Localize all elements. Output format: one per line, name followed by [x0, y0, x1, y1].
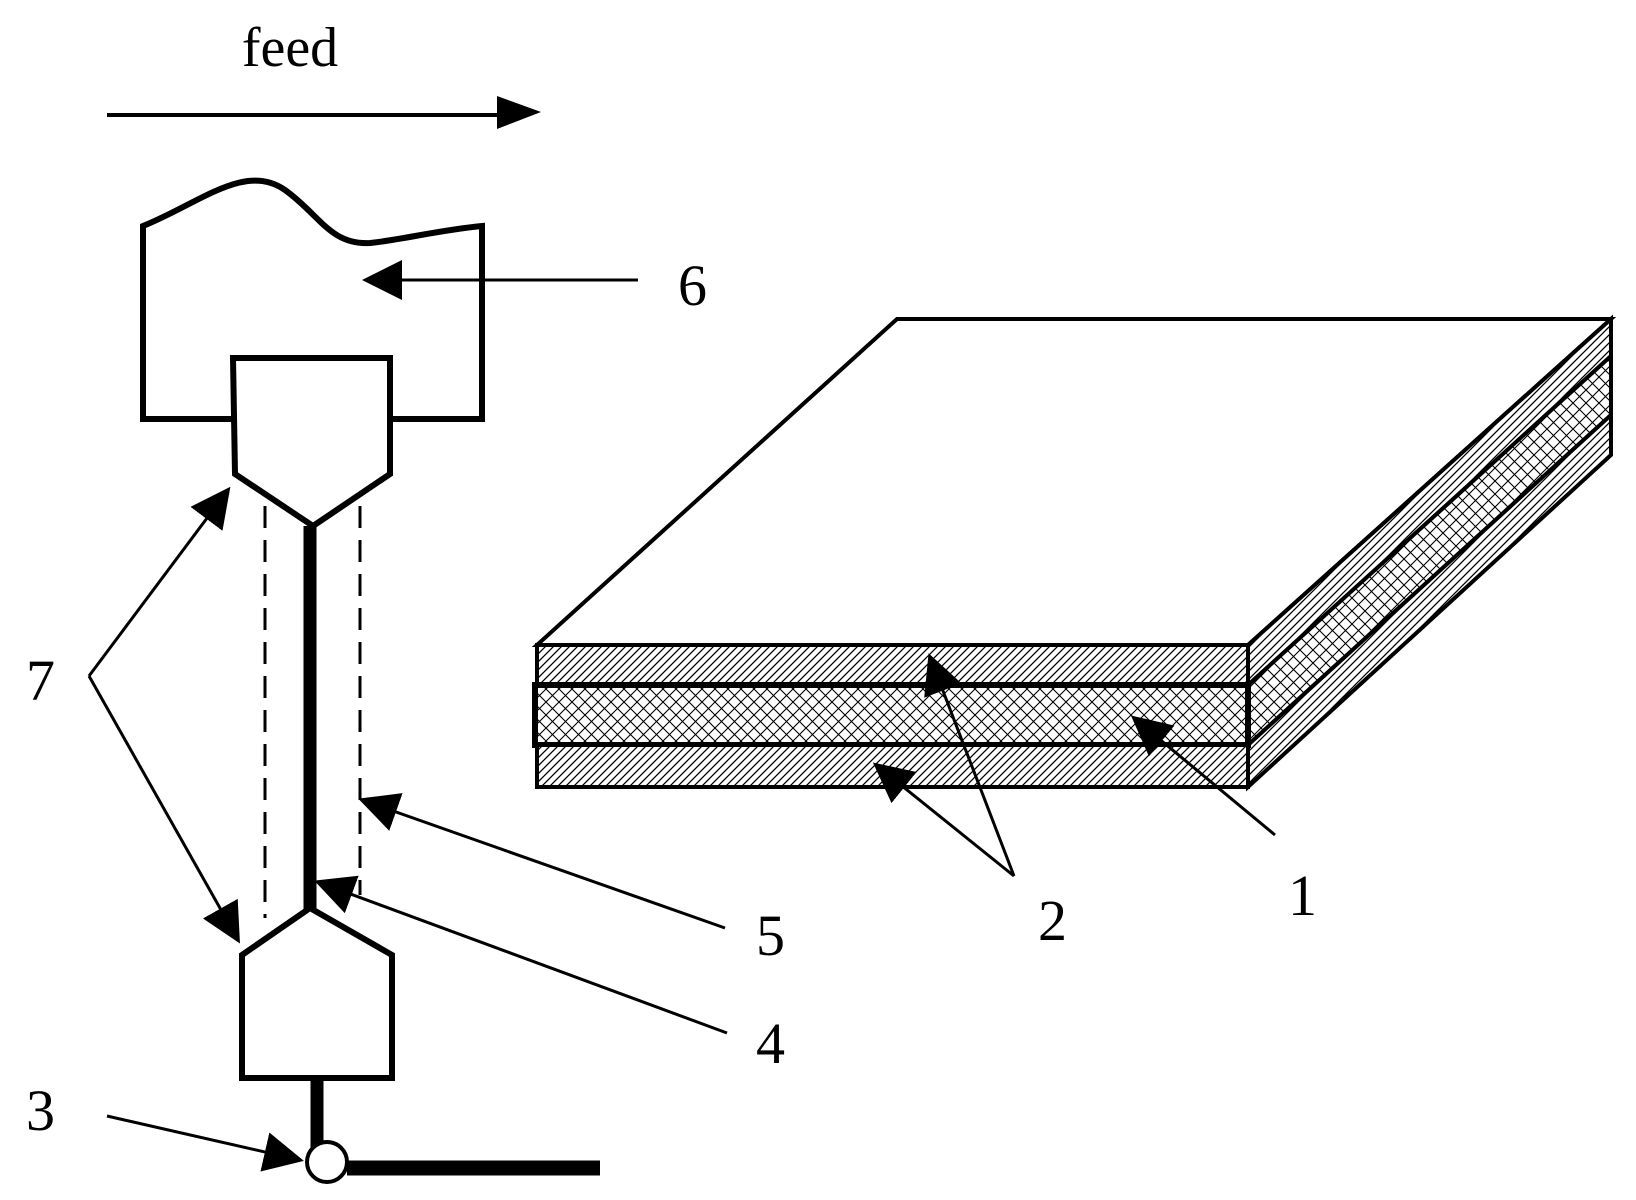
label-5: 5 — [756, 903, 785, 968]
feed-direction: feed — [107, 17, 541, 129]
label-2: 2 — [1038, 888, 1067, 953]
leader-3 — [106, 1114, 304, 1172]
leader-2-lower — [872, 762, 1015, 878]
front-middle-layer — [532, 682, 1251, 748]
leader-7-lower — [87, 675, 240, 944]
labels: 6 7 5 4 3 2 1 — [26, 253, 1317, 1143]
upper-shoulder — [229, 355, 393, 530]
leader-2-upper — [924, 653, 1016, 877]
label-7: 7 — [26, 648, 55, 713]
leader-5 — [358, 793, 726, 930]
laminated-plate — [531, 314, 1617, 792]
lower-shoulder — [239, 904, 395, 1081]
label-6: 6 — [678, 253, 707, 318]
leader-7-upper — [87, 486, 231, 677]
roller — [305, 1140, 349, 1184]
feed-arrow-head — [497, 96, 541, 129]
label-1: 1 — [1288, 863, 1317, 928]
leader-lines — [87, 260, 1276, 1172]
front-bottom-layer — [535, 743, 1250, 789]
label-4: 4 — [756, 1011, 785, 1076]
label-3: 3 — [26, 1078, 55, 1143]
welding-torch — [140, 177, 600, 1184]
spindle-housing — [140, 177, 485, 422]
front-top-layer — [535, 643, 1250, 687]
leader-1 — [1130, 715, 1276, 837]
leader-4 — [314, 875, 728, 1035]
feed-label: feed — [242, 17, 338, 79]
